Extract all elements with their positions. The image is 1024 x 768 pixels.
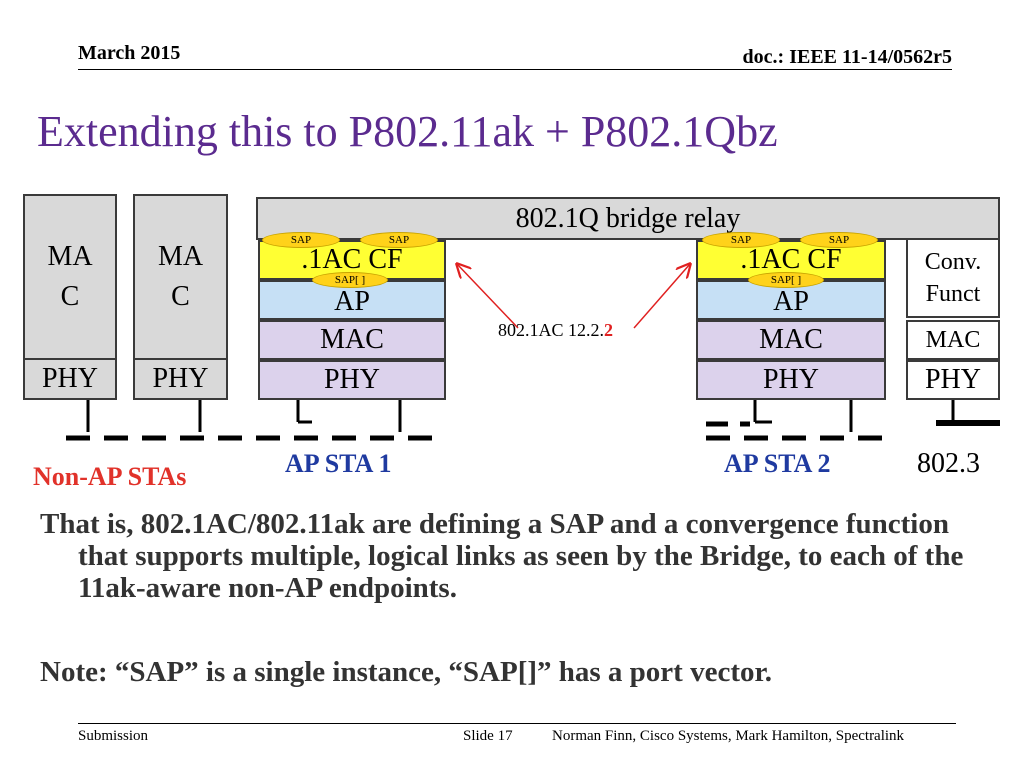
ref-arrow-left <box>457 264 519 329</box>
ref-arrow-right <box>633 264 690 329</box>
ap2-phy-box: PHY <box>696 360 886 400</box>
ap1-cf-label: .1AC CF <box>301 244 403 275</box>
ap2-phy-label: PHY <box>762 364 819 395</box>
bridge-relay-label: 802.1Q bridge relay <box>515 203 741 234</box>
ap1-sap-b: SAP <box>360 232 438 248</box>
header-doc-id: doc.: IEEE 11-14/0562r5 <box>742 46 952 68</box>
eth-802-3-label: 802.3 <box>917 448 980 479</box>
ap2-sap-b: SAP <box>800 232 878 248</box>
ap1-sap-vector: SAP[ ] <box>312 272 388 288</box>
eth-conv-label: Conv. Funct <box>924 249 982 307</box>
header-divider <box>78 69 952 70</box>
ap1-ap-label: AP <box>334 286 370 317</box>
footer-submission: Submission <box>78 728 149 744</box>
eth-phy-box: PHY <box>906 360 1000 400</box>
nonap-stas-label: Non-AP STAs <box>33 462 187 491</box>
ap2-mac-box: MAC <box>696 320 886 360</box>
ap1-mac-label: MAC <box>320 324 384 355</box>
ap2-sap-vector: SAP[ ] <box>748 272 824 288</box>
ap2-ap-label: AP <box>773 286 809 317</box>
ap1-phy-label: PHY <box>323 364 380 395</box>
footer-divider <box>78 723 956 724</box>
ref-label-main: 802.1AC 12.2. <box>498 320 605 340</box>
eth-phy-label: PHY <box>924 364 981 395</box>
body-note: Note: “SAP” is a single instance, “SAP[]… <box>40 656 772 688</box>
nonap2-mac-box: MA C <box>133 194 228 360</box>
ap1-ap-box: AP <box>258 280 446 320</box>
slide-title: Extending this to P802.11ak + P802.1Qbz <box>37 107 778 156</box>
footer-authors: Norman Finn, Cisco Systems, Mark Hamilto… <box>552 728 905 744</box>
nonap1-mac-label: MA C <box>47 241 93 312</box>
ap2-mac-label: MAC <box>759 324 823 355</box>
ap-sta-2-label: AP STA 2 <box>724 449 831 478</box>
nonap2-phy-box: PHY <box>133 358 228 400</box>
nonap2-phy-label: PHY <box>152 363 209 394</box>
eth-mac-label: MAC <box>925 327 981 353</box>
ap1-sap-a: SAP <box>262 232 340 248</box>
ap1-mac-box: MAC <box>258 320 446 360</box>
nonap2-mac-label: MA C <box>157 241 204 312</box>
ap1-phy-box: PHY <box>258 360 446 400</box>
header-date: March 2015 <box>78 42 181 64</box>
body-paragraph-1: That is, 802.1AC/802.11ak are defining a… <box>40 508 964 604</box>
ap2-sap-a: SAP <box>702 232 780 248</box>
nonap1-phy-box: PHY <box>23 358 117 400</box>
ref-label-red: 2 <box>604 320 614 340</box>
footer-slide-number: Slide 17 <box>463 728 513 744</box>
ap2-cf-label: .1AC CF <box>740 244 842 275</box>
bridge-relay-box: 802.1Q bridge relay <box>256 197 1000 240</box>
ap-sta-1-label: AP STA 1 <box>285 449 392 478</box>
nonap1-mac-box: MA C <box>23 194 117 360</box>
ref-label: 802.1AC 12.2.2 <box>498 320 613 341</box>
eth-mac-box: MAC <box>906 320 1000 360</box>
eth-conv-box: Conv. Funct <box>906 238 1000 318</box>
nonap1-phy-label: PHY <box>41 363 98 394</box>
